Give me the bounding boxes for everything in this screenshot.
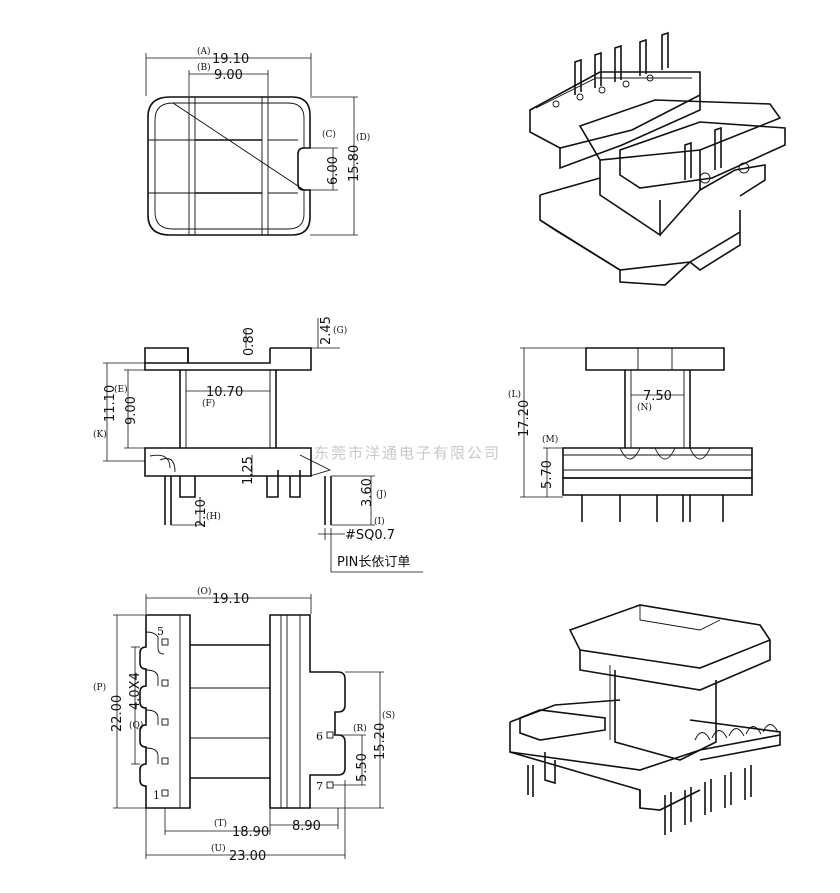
dim-c-letter: (C) (322, 129, 336, 140)
company-watermark: 东莞市洋通电子有限公司 (314, 444, 501, 462)
dim-q-value: 4.0X4 (128, 672, 143, 710)
pin-number-6: 6 (316, 730, 323, 743)
dim-1-25-value: 1.25 (241, 456, 256, 485)
dim-m-value: 5.70 (540, 460, 555, 489)
dim-n-value: 7.50 (643, 389, 672, 404)
dim-f-value: 10.70 (206, 385, 243, 400)
dim-f-letter: (F) (202, 398, 215, 409)
dim-h-value: 2.10 (194, 499, 209, 528)
dim-n-letter: (N) (637, 402, 652, 413)
dim-a-value: 19.10 (212, 52, 249, 67)
dim-k-letter: (K) (93, 429, 107, 440)
dim-e-value: 9.00 (124, 396, 139, 425)
dim-i-letter: (I) (374, 516, 385, 527)
side-view: (G) 2.45 0.80 (E) 9.00 (K) 11.10 10.70 (… (93, 316, 423, 573)
bottom-view: 5 1 6 7 (O) 19.10 (P) 22.00 (Q) 4.0X4 (R… (93, 586, 395, 864)
dim-8-90-value: 8.90 (292, 819, 321, 834)
dim-k-value: 11.10 (103, 385, 118, 422)
dim-g-letter: (G) (333, 325, 347, 336)
dim-t-value: 18.90 (232, 825, 269, 840)
dim-p-value: 22.00 (110, 695, 125, 732)
dim-a-letter: (A) (197, 46, 211, 57)
dim-c-value: 6.00 (326, 156, 341, 185)
dim-o-value: 19.10 (212, 592, 249, 607)
dim-r-value: 5.50 (355, 753, 370, 782)
dim-g-value: 2.45 (319, 316, 334, 345)
dim-s-letter: (S) (382, 710, 395, 721)
dim-b-letter: (B) (197, 62, 211, 73)
dim-d-letter: (D) (356, 132, 370, 143)
pin-number-1: 1 (153, 789, 160, 802)
dim-e-letter: (E) (114, 384, 128, 395)
dim-h-letter: (H) (206, 511, 221, 522)
dim-m-letter: (M) (542, 434, 558, 445)
dim-u-letter: (U) (211, 843, 226, 854)
dim-o-letter: (O) (197, 586, 211, 597)
isometric-view-top (529, 31, 786, 286)
dim-s-value: 15.20 (373, 723, 388, 760)
dim-l-letter: (L) (508, 389, 521, 400)
dim-r-letter: (R) (353, 723, 367, 734)
front-view: (L) 17.20 7.50 (N) (M) 5.70 (508, 347, 753, 522)
pin-number-5: 5 (157, 625, 164, 638)
dim-d-value: 15.80 (347, 145, 362, 182)
pin-number-7: 7 (316, 780, 323, 793)
dim-l-value: 17.20 (517, 400, 532, 437)
dim-t-letter: (T) (214, 818, 227, 829)
isometric-view-bottom (509, 604, 781, 835)
pin-length-note: PIN长依订单 (337, 555, 410, 570)
dim-b-value: 9.00 (214, 68, 243, 83)
dim-i-value: #SQ0.7 (345, 528, 395, 543)
dim-u-value: 23.00 (229, 849, 266, 864)
dim-p-letter: (P) (93, 682, 106, 693)
dim-j-value: 3.60 (360, 478, 375, 507)
dim-j-letter: (J) (376, 489, 387, 500)
top-view: (A) 19.10 (B) 9.00 (C) 6.00 (D) 15.80 (145, 46, 370, 236)
dim-0-80-value: 0.80 (242, 327, 257, 356)
dim-q-letter: (Q) (129, 720, 143, 731)
